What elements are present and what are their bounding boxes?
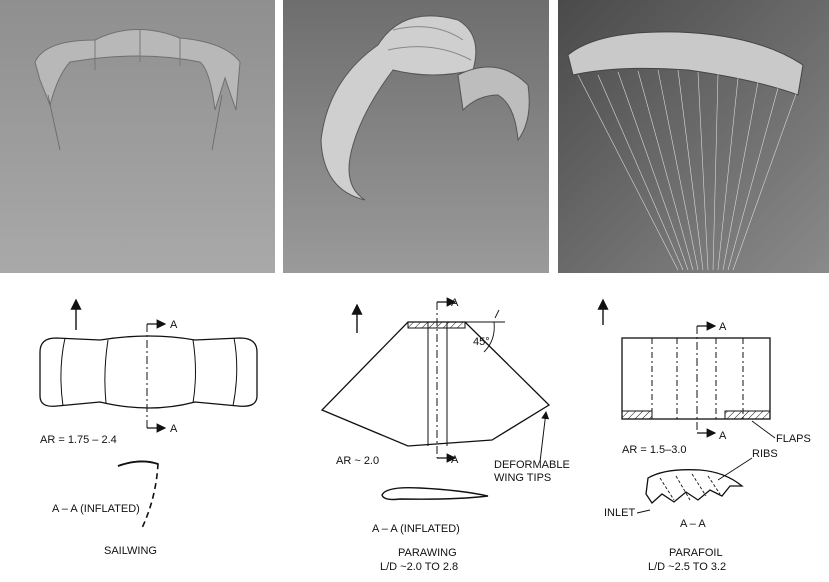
flaps-label: FLAPS [776, 433, 811, 445]
section-label: A – A (INFLATED) [372, 523, 460, 535]
aspect-ratio-label: AR = 1.5–3.0 [622, 444, 687, 456]
parawing-photo [283, 0, 549, 273]
inlet-label: INLET [604, 507, 635, 519]
parawing-diagram: A A 45° AR ~ 2.0 DEFORMABLE WING TIPS A … [320, 297, 570, 573]
parafoil-section [645, 469, 744, 504]
section-label: A – A (INFLATED) [52, 503, 140, 515]
parafoil-ld-label: L/D ~2.5 TO 3.2 [648, 561, 726, 573]
sailwing-photo [0, 0, 275, 273]
parafoil-planform [621, 337, 771, 420]
flap-hatch-left [621, 410, 653, 420]
section-label: A – A [680, 518, 706, 530]
sailwing-section [117, 460, 159, 529]
parafoil-photo [558, 0, 829, 273]
sailwing-diagram: A A AR = 1.75 – 2.4 A – A (INFLATED) SAI… [39, 298, 258, 557]
parawing-ld-label: L/D ~2.0 TO 2.8 [380, 561, 458, 573]
parawing-section [381, 486, 489, 501]
ribs-label: RIBS [752, 448, 778, 460]
sweep-angle-label: 45° [473, 336, 490, 348]
parafoil-diagram: A A FLAPS AR = 1.5–3.0 RIBS INLET A – A … [597, 298, 811, 573]
sailwing-planform [39, 335, 258, 409]
wing-tips-label-line-2: WING TIPS [494, 472, 551, 484]
sailwing-caption: SAILWING [104, 545, 157, 557]
wing-tips-label-line-1: DEFORMABLE [494, 459, 570, 471]
flap-hatch-right [724, 410, 771, 420]
parawing-planform [320, 321, 551, 447]
aspect-ratio-label: AR = 1.75 – 2.4 [40, 434, 117, 446]
parafoil-caption: PARAFOIL [669, 547, 723, 559]
parawing-caption: PARAWING [398, 547, 457, 559]
aspect-ratio-label: AR ~ 2.0 [336, 455, 379, 467]
section-marker-bottom: A [170, 423, 178, 435]
section-marker-bottom: A [451, 454, 459, 466]
section-marker-top: A [719, 321, 727, 333]
section-marker-top: A [451, 297, 459, 309]
section-marker-top: A [170, 319, 178, 331]
section-marker-bottom: A [719, 430, 727, 442]
